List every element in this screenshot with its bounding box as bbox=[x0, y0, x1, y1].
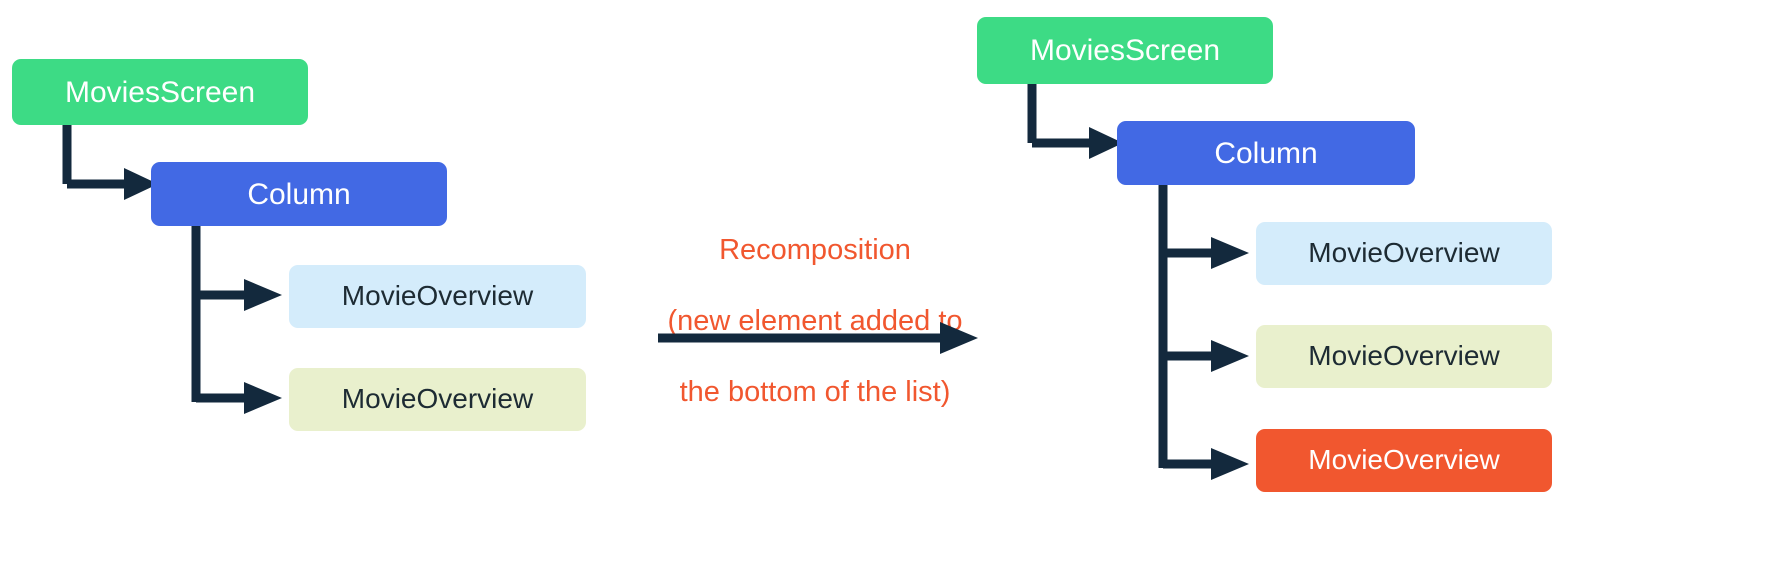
before-node-movieoverview-1[interactable]: MovieOverview bbox=[289, 265, 586, 328]
after-node-moviesscreen[interactable]: MoviesScreen bbox=[977, 17, 1273, 84]
before-node-moviesscreen[interactable]: MoviesScreen bbox=[12, 59, 308, 125]
after-node-movieoverview-3-label: MovieOverview bbox=[1308, 444, 1500, 476]
before-node-movieoverview-1-label: MovieOverview bbox=[341, 280, 534, 312]
after-node-moviesscreen-label: MoviesScreen bbox=[1029, 34, 1221, 67]
before-connector-root-to-column bbox=[62, 125, 158, 200]
before-node-movieoverview-2-label: MovieOverview bbox=[341, 383, 534, 415]
recomposition-caption-line-2: (new element added to bbox=[667, 305, 963, 338]
recomposition-caption: Recomposition (new element added to the … bbox=[650, 198, 980, 446]
before-node-column-label: Column bbox=[247, 177, 351, 211]
after-node-movieoverview-1[interactable]: MovieOverview bbox=[1256, 222, 1552, 285]
recomposition-caption-line-1: Recomposition bbox=[719, 234, 911, 267]
after-node-movieoverview-2[interactable]: MovieOverview bbox=[1256, 325, 1552, 388]
after-node-column-label: Column bbox=[1214, 136, 1318, 170]
before-node-column[interactable]: Column bbox=[151, 162, 447, 226]
before-node-moviesscreen-label: MoviesScreen bbox=[64, 75, 256, 109]
after-node-movieoverview-3[interactable]: MovieOverview bbox=[1256, 429, 1552, 492]
after-node-movieoverview-1-label: MovieOverview bbox=[1308, 237, 1500, 269]
after-connector-root-to-column bbox=[1027, 84, 1123, 159]
recomposition-caption-line-3: the bottom of the list) bbox=[679, 375, 951, 408]
after-node-column[interactable]: Column bbox=[1117, 121, 1415, 185]
before-node-movieoverview-2[interactable]: MovieOverview bbox=[289, 368, 586, 431]
after-node-movieoverview-2-label: MovieOverview bbox=[1308, 340, 1500, 372]
